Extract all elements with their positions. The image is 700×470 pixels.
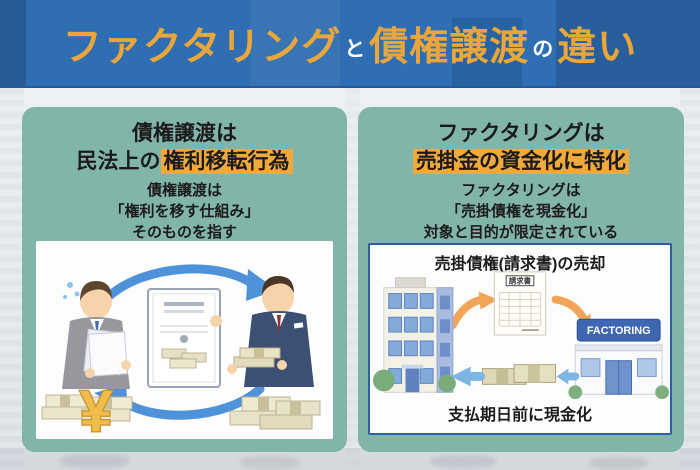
payment-arrow-from-factor-icon [556,368,580,385]
header-building-silhouette [250,0,340,86]
assignment-title-line2-plain: 民法上の [76,149,161,173]
yen-symbol: ¥ [80,379,112,439]
sell-arrow-left-icon [448,291,499,330]
assignment-desc-line3: そのものを指す [131,223,237,241]
factor-hand [210,315,222,327]
title-segment-difference: 違い [557,26,638,69]
assignment-title-highlight: 権利移転行為 [160,148,293,174]
background-building-center [346,88,360,470]
factoring-desc-line1: ファクタリングは [461,182,581,200]
assignment-panel-description: 債権譲渡は 「権利を移す仕組み」 そのものを指す [22,181,347,243]
factoring-diagram: 請求書 [372,271,670,400]
cash-icon [482,364,557,385]
background-car [60,454,130,468]
factoring-desc-line2: 「売掛債権を現金化」 [445,203,596,221]
assignment-desc-line1: 債権譲渡は [146,182,222,200]
background-car [430,455,496,468]
invoice-title: 請求書 [509,277,532,286]
title-segment-assignment: 債権譲渡 [369,26,530,69]
diagram-bottom-label: 支払期日前に現金化 [447,407,592,424]
factoring-desc-line3: 対象と目的が限定されている [423,223,619,241]
title-segment-no: の [532,38,555,61]
header-banner: ファクタリング と 債権譲渡 の 違い [0,0,700,88]
factor-businessman-icon [227,276,314,387]
bush-icon [655,385,670,400]
transfer-arrow-top-icon [103,264,277,302]
factoring-panel: ファクタリングは 売掛金の資金化に特化 ファクタリングは 「売掛債権を現金化」 … [358,107,684,452]
tree-icon [372,369,395,392]
diagram-top-label: 売掛債権(請求書)の売却 [434,256,606,273]
payment-arrow-to-company-icon [450,366,485,387]
factoring-sign: FACTORING [587,325,651,337]
yen-cash-pile-icon: ¥ [41,378,133,439]
factoring-title-highlight: 売掛金の資金化に特化 [413,148,629,174]
title-segment-and: と [344,38,367,61]
assignment-title-line1: 債権譲渡は [132,122,237,145]
background-building-right [680,88,700,470]
background-car [240,456,300,469]
assignment-panel-title: 債権譲渡は 民法上の権利移転行為 [22,120,347,175]
background-car [590,457,648,469]
cash-tray-icon [227,347,287,374]
factoring-panel-description: ファクタリングは 「売掛債権を現金化」 対象と目的が限定されている [358,181,684,243]
background-building-left [0,88,24,470]
assignment-illustration-box: ¥ [36,241,333,439]
company-building-icon [372,277,456,393]
page-title: ファクタリング と 債権譲渡 の 違い [0,0,700,86]
bush-icon [568,385,583,400]
header-building-silhouette [556,0,700,86]
contract-document-icon [147,288,221,388]
invoice-icon: 請求書 [493,271,547,336]
debtor-businessman-icon [62,281,131,389]
assignment-desc-line2: 「権利を移す仕組み」 [109,203,260,221]
factoring-title-line1: ファクタリングは [437,122,605,145]
factoring-diagram-box: 売掛債権(請求書)の売却 請求書 [368,243,672,435]
factoring-panel-title: ファクタリングは 売掛金の資金化に特化 [358,120,684,175]
cash-stack-icon [229,396,321,430]
tree-icon [438,374,456,393]
header-building-silhouette [0,0,26,86]
background-street [0,448,700,470]
assignment-illustration: ¥ [41,264,321,439]
title-segment-factoring: ファクタリング [62,26,342,69]
header-building-silhouette [452,18,522,86]
assignment-panel: 債権譲渡は 民法上の権利移転行為 債権譲渡は 「権利を移す仕組み」 そのものを指… [22,107,347,452]
factoring-company-icon: FACTORING [568,318,670,400]
